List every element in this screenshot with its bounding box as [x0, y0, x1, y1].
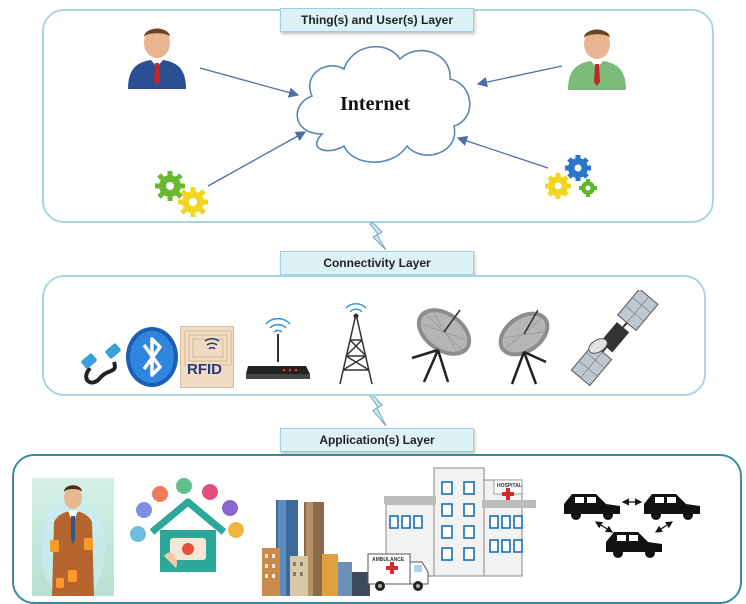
cell-tower-icon	[339, 303, 373, 385]
ambulance-icon	[367, 553, 429, 591]
ethernet-cable-icon	[81, 343, 121, 385]
satellite-dish-icon	[411, 308, 472, 383]
lightning-connector-top	[369, 222, 387, 251]
bluetooth-icon	[126, 327, 178, 387]
connectivity-layer-label: Connectivity Layer	[280, 251, 474, 275]
gears-right-icon	[545, 155, 597, 199]
arrow-gears-left	[207, 131, 307, 187]
rfid-tag-icon: RFID	[180, 326, 234, 388]
smart-home-icon	[130, 478, 244, 572]
user-green-icon	[568, 29, 626, 90]
applications-layer-label: Application(s) Layer	[280, 428, 474, 452]
user-blue-icon	[128, 28, 186, 89]
hospital-sign-label: HOSPITAL	[497, 483, 522, 489]
hospital-building-icon	[384, 467, 536, 577]
wearable-person-image	[32, 478, 114, 596]
internet-cloud-icon	[296, 45, 471, 163]
things-users-layer-label: Thing(s) and User(s) Layer	[280, 8, 474, 32]
city-buildings-icon	[262, 500, 370, 596]
connected-cars-icon	[564, 494, 700, 558]
ambulance-label: AMBULANCE	[372, 557, 405, 563]
internet-label: Internet	[340, 93, 410, 115]
lightning-connector-bottom	[369, 394, 387, 427]
satellite-icon	[570, 290, 659, 386]
arrow-user-right	[476, 65, 563, 88]
arrow-user-left	[199, 67, 300, 98]
satellite-dish-icon-2	[498, 309, 550, 385]
rfid-label: RFID	[187, 361, 222, 378]
connection-arrows	[199, 65, 563, 187]
wifi-router-icon	[246, 318, 310, 379]
arrow-gears-right	[456, 135, 549, 169]
gears-left-icon	[155, 171, 208, 217]
